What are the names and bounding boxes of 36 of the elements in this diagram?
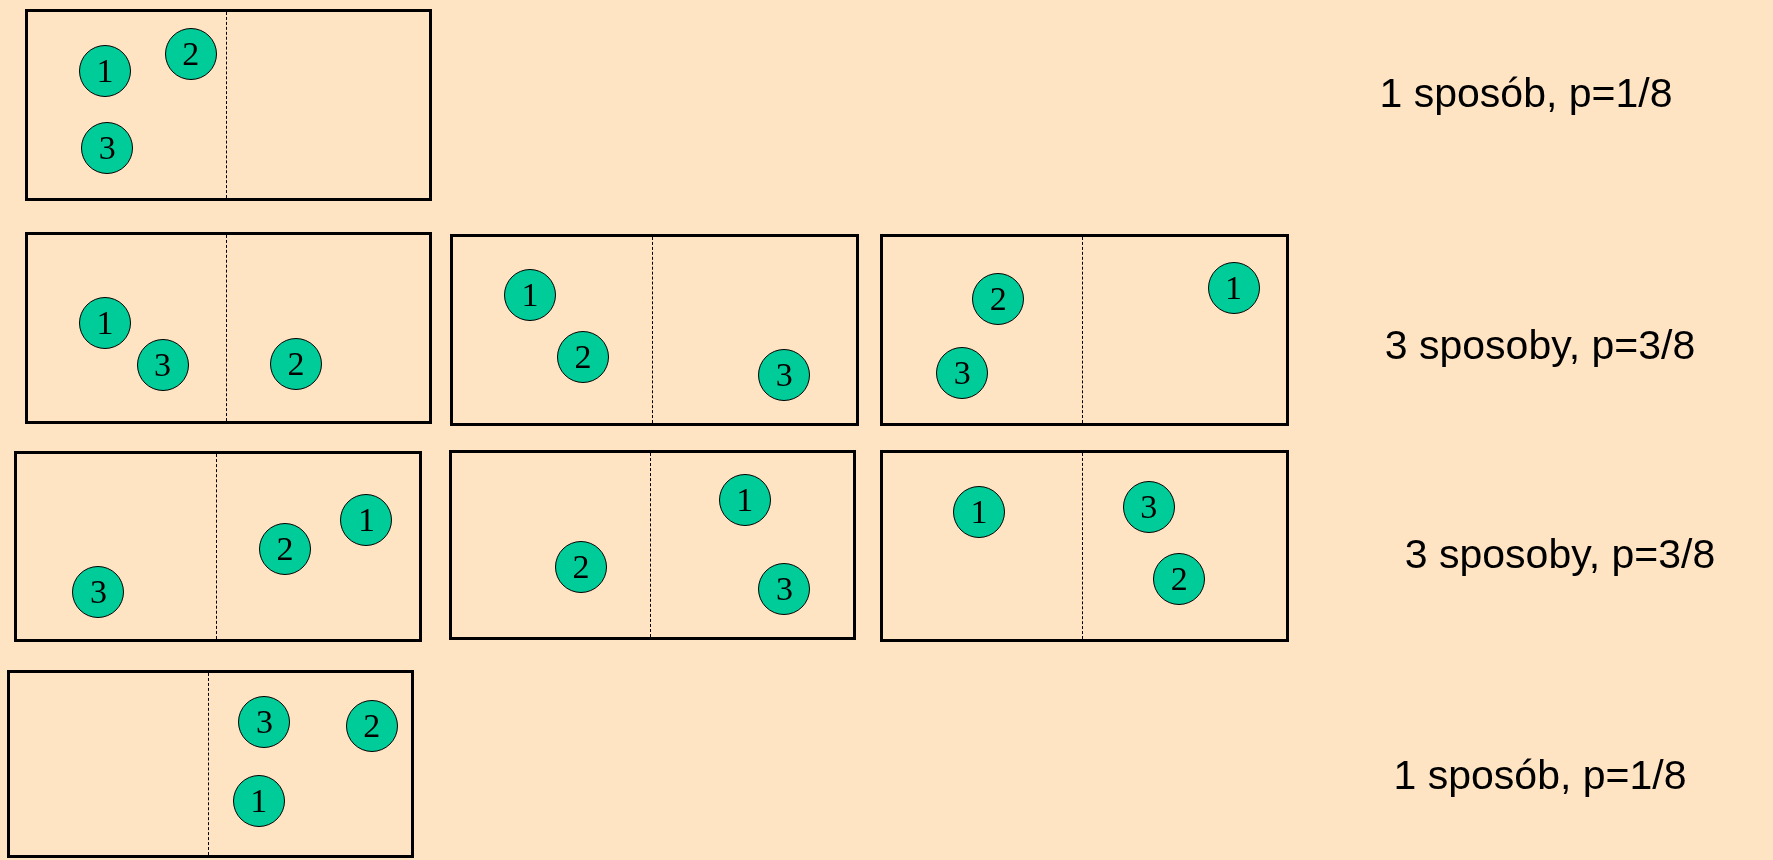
probability-note: 1 sposób, p=1/8 bbox=[1379, 69, 1673, 117]
numbered-ball: 1 bbox=[953, 485, 1006, 538]
numbered-ball: 2 bbox=[258, 522, 311, 575]
numbered-ball: 1 bbox=[340, 493, 393, 546]
numbered-ball: 2 bbox=[269, 337, 322, 390]
two-compartment-box bbox=[25, 9, 432, 201]
two-compartment-box bbox=[880, 450, 1289, 642]
two-compartment-box bbox=[14, 451, 422, 642]
two-compartment-box bbox=[880, 234, 1289, 426]
numbered-ball: 2 bbox=[557, 330, 609, 383]
two-compartment-box bbox=[25, 232, 432, 424]
numbered-ball: 3 bbox=[936, 346, 989, 399]
numbered-ball: 2 bbox=[554, 541, 607, 594]
two-compartment-box bbox=[449, 450, 856, 640]
numbered-ball: 2 bbox=[164, 27, 217, 80]
numbered-ball: 3 bbox=[136, 339, 189, 391]
numbered-ball: 2 bbox=[345, 700, 398, 753]
two-compartment-box bbox=[7, 670, 414, 858]
probability-note: 1 sposób, p=1/8 bbox=[1393, 751, 1687, 799]
numbered-ball: 1 bbox=[503, 268, 556, 321]
numbered-ball: 1 bbox=[1207, 261, 1260, 314]
numbered-ball: 3 bbox=[758, 562, 811, 615]
numbered-ball: 2 bbox=[972, 273, 1025, 326]
numbered-ball: 3 bbox=[72, 565, 125, 618]
numbered-ball: 1 bbox=[78, 297, 131, 350]
numbered-ball: 1 bbox=[718, 474, 771, 527]
two-compartment-box bbox=[450, 234, 859, 426]
probability-note: 3 sposoby, p=3/8 bbox=[1404, 530, 1716, 578]
numbered-ball: 1 bbox=[232, 774, 285, 827]
numbered-ball: 2 bbox=[1153, 552, 1206, 605]
numbered-ball: 3 bbox=[758, 348, 811, 401]
numbered-ball: 3 bbox=[238, 695, 291, 748]
numbered-ball: 3 bbox=[81, 121, 134, 174]
numbered-ball: 3 bbox=[1122, 481, 1175, 534]
numbered-ball: 1 bbox=[78, 44, 131, 97]
probability-note: 3 sposoby, p=3/8 bbox=[1384, 321, 1696, 369]
